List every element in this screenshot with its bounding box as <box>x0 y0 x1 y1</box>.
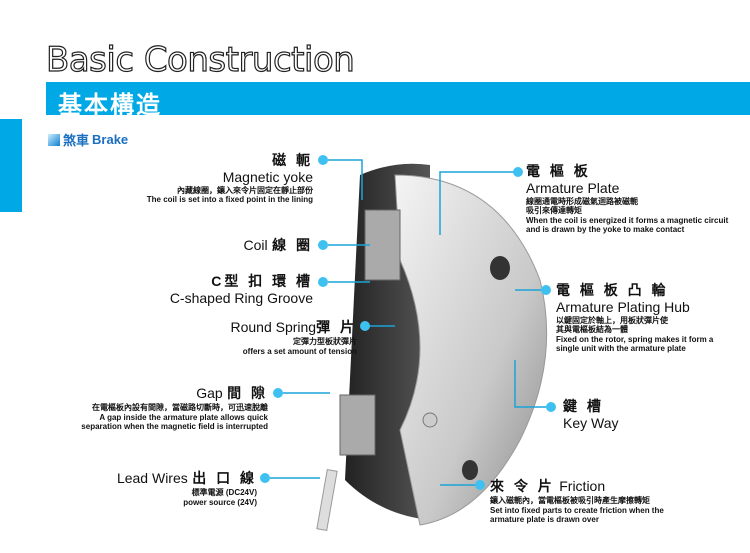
label-hub: 電 樞 板 凸 輪 Armature Plating Hub 以鍵固定於軸上，用… <box>556 282 713 354</box>
spring-desc-zh: 定彈力型板狀彈片 <box>293 337 357 347</box>
friction-desc-en2: armature plate is drawn over <box>490 515 599 525</box>
friction-zh: 來 令 片 <box>490 478 555 494</box>
friction-dot <box>475 480 485 490</box>
groove-dot <box>318 277 328 287</box>
label-keyway: 鍵 槽 Key Way <box>563 398 619 432</box>
lead-dot <box>260 473 270 483</box>
keyway-zh: 鍵 槽 <box>563 398 604 414</box>
subtitle-zh: 煞車 <box>63 133 90 148</box>
subtitle: 煞車 Brake <box>48 130 128 149</box>
coil-zh: 線 圈 <box>272 237 313 253</box>
lead-zh: 出 口 線 <box>192 470 257 486</box>
gap-desc-zh: 在電樞板內設有間隙，當磁路切斷時，可迅速脫離 <box>92 403 268 413</box>
keyway-dot <box>546 402 556 412</box>
bolt-hole <box>490 256 510 280</box>
spring-desc-en: offers a set amount of tension <box>242 346 357 356</box>
armature-dot <box>513 167 523 177</box>
yoke-desc-zh: 內藏線圈，鑲入來令片固定在靜止部份 <box>177 185 313 195</box>
armature-en: Armature Plate <box>526 179 620 196</box>
armature-desc-zh2: 吸引來傳達轉矩 <box>526 206 582 216</box>
friction-desc-en1: Set into fixed parts to create friction … <box>490 505 664 515</box>
friction-en: Friction <box>559 478 606 494</box>
lead-en: Lead Wires <box>116 470 188 486</box>
hub-dot <box>541 285 551 295</box>
label-spring: Round Spring彈 片 定彈力型板狀彈片 offers a set am… <box>230 318 357 356</box>
lead-wire-shape <box>316 469 338 531</box>
hub-en: Armature Plating Hub <box>556 298 690 315</box>
yoke-en: Magnetic yoke <box>222 168 313 185</box>
coil-dot <box>318 240 328 250</box>
gap-zh: 間 隙 <box>227 385 268 401</box>
friction-desc-zh: 鑲入磁軛內，當電樞板被吸引時產生摩擦轉矩 <box>490 496 650 506</box>
coil-shape <box>364 209 401 281</box>
label-yoke: 磁 軛 Magnetic yoke 內藏線圈，鑲入來令片固定在靜止部份 The … <box>147 152 313 205</box>
armature-zh: 電 樞 板 <box>526 163 591 179</box>
armature-desc-zh1: 線圈通電時形成磁氣迴路被磁軛 <box>526 196 638 206</box>
groove-zh: C型 扣 環 槽 <box>211 273 313 289</box>
yoke-zh: 磁 軛 <box>272 152 313 168</box>
screw <box>422 412 438 428</box>
label-groove: C型 扣 環 槽 C-shaped Ring Groove <box>170 273 313 307</box>
spring-dot <box>360 321 370 331</box>
gap-dot <box>273 388 283 398</box>
page-title: Basic Construction <box>45 39 355 80</box>
side-tab <box>0 119 22 212</box>
gap-desc-en1: A gap inside the armature plate allows q… <box>99 412 268 422</box>
hub-desc-en2: single unit with the armature plate <box>556 344 686 354</box>
leader-lines <box>270 159 548 486</box>
armature-desc-en1: When the coil is energized it forms a ma… <box>526 215 729 225</box>
label-gap: Gap 間 隙 在電樞板內設有間隙，當磁路切斷時，可迅速脫離 A gap ins… <box>81 384 268 432</box>
lead-desc-en: power source (24V) <box>183 497 257 507</box>
label-friction: 來 令 片 Friction 鑲入磁軛內，當電樞板被吸引時產生摩擦轉矩 Set … <box>490 477 664 525</box>
groove-en: C-shaped Ring Groove <box>169 289 313 306</box>
bolt-hole <box>462 460 478 480</box>
yoke-desc-en: The coil is set into a fixed point in th… <box>146 195 313 205</box>
hub-desc-en1: Fixed on the rotor, spring makes it form… <box>556 334 714 344</box>
lead-desc-zh: 標準電源 (DC24V) <box>191 488 257 498</box>
subtitle-en: Brake <box>92 132 129 147</box>
section-title: 基本構造 <box>58 92 162 119</box>
hub-desc-zh2: 其與電樞板結為一體 <box>556 325 628 335</box>
armature-desc-en2: and is drawn by the yoke to make contact <box>526 225 685 235</box>
gap-en: Gap <box>196 385 223 401</box>
spring-en: Round Spring <box>230 319 317 335</box>
hub-desc-zh1: 以鍵固定於軸上，用板狀彈片使 <box>556 315 668 325</box>
square-bullet-icon <box>48 133 60 146</box>
gap-desc-en2: separation when the magnetic field is in… <box>81 422 268 432</box>
yoke-dot <box>318 155 328 165</box>
label-lead: Lead Wires 出 口 線 標準電源 (DC24V) power sour… <box>117 469 257 507</box>
label-armature: 電 樞 板 Armature Plate 線圈通電時形成磁氣迴路被磁軛 吸引來傳… <box>526 163 728 235</box>
spring-zh: 彈 片 <box>316 319 357 335</box>
coil-shape-lower <box>339 394 376 456</box>
hub-zh: 電 樞 板 凸 輪 <box>556 282 669 298</box>
coil-en: Coil <box>243 237 268 253</box>
label-coil: Coil 線 圈 <box>244 236 313 255</box>
keyway-en: Key Way <box>563 414 619 431</box>
section-bar: 基本構造 <box>46 82 750 119</box>
